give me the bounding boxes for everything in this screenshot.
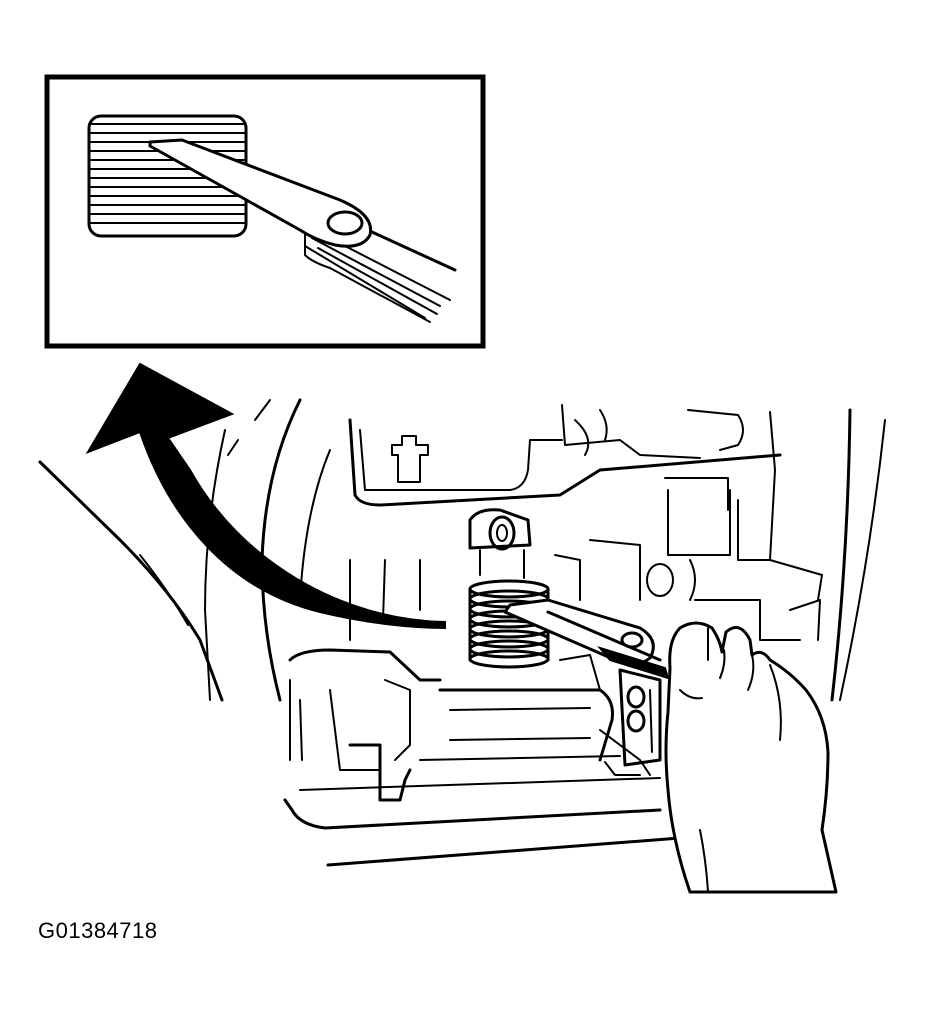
callout-arrow [85, 362, 446, 630]
vent-cap [391, 435, 429, 483]
transaxle-case [38, 398, 886, 867]
valve-body-boss [599, 668, 662, 776]
shaft-support [468, 508, 532, 579]
figure-code: G01384718 [38, 918, 158, 943]
hand [664, 621, 838, 894]
case-boss [646, 563, 674, 597]
inset-feeler-blade [148, 138, 373, 248]
inset-feeler-gauge-stack [304, 230, 457, 323]
feeler-gauge [503, 598, 670, 680]
detail-inset [44, 74, 486, 349]
inset-gauge-rivet [326, 210, 364, 236]
